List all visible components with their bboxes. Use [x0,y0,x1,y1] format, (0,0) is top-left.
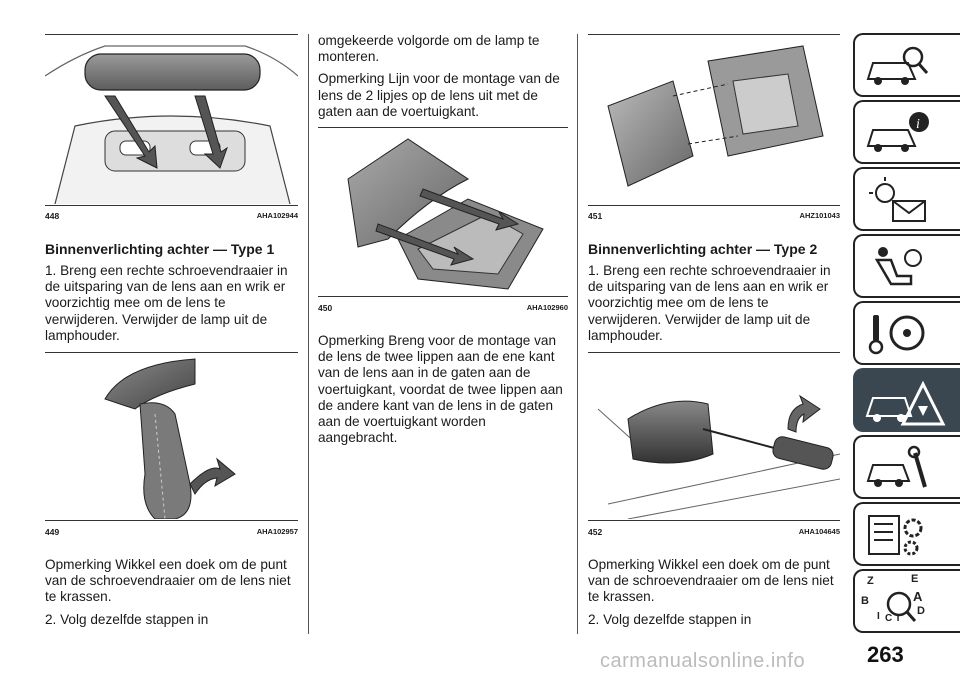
figure-rule [588,34,840,35]
figure-452-caption: 452 AHA104645 [588,527,840,537]
figure-449-illustration [45,354,298,519]
tab-seat-airbag[interactable] [853,234,960,298]
index-letter: B [861,595,869,607]
figure-449-caption: 449 AHA102957 [45,527,298,537]
section-text-type2: 1. Breng een rechte schroevendraaier in … [588,263,840,350]
continued-text: omgekeerde volgorde om de lamp te monter… [318,33,568,126]
figure-number: 451 [588,211,603,221]
figure-rule [45,352,298,353]
figure-450-caption: 450 AHA102960 [318,303,568,313]
note-mounting-text-block: Opmerking Breng voor de montage van de l… [318,333,568,452]
index-letter: I [877,611,880,622]
figure-451-illustration [588,36,840,204]
page-number: 263 [867,642,904,667]
index-letter: D [917,605,925,617]
section-heading-type2: Binnenverlichting achter — Type 2 [588,241,818,257]
tab-index[interactable]: Z E A B I C T D [853,569,960,633]
seat-airbag-icon [874,247,922,286]
step-1-text: 1. Breng een rechte schroevendraaier in … [588,263,831,343]
figure-450-illustration [318,129,568,294]
car-info-icon: i [866,112,929,152]
figure-code: AHA102960 [526,303,568,312]
figure-rule [45,34,298,35]
figure-rule [45,520,298,521]
tab-specs[interactable] [853,502,960,566]
index-letter: C [885,613,893,624]
tab-key-steering[interactable] [853,301,960,365]
tab-car-magnifier[interactable] [853,33,960,97]
section-text-type1: 1. Breng een rechte schroevendraaier in … [45,263,298,350]
section-heading-type1: Binnenverlichting achter — Type 1 [45,241,275,257]
notes-type2: Opmerking Wikkel een doek om de punt van… [588,557,840,634]
index-letter: T [895,613,902,624]
car-breakdown-warning-icon [865,380,946,426]
figure-448-caption: 448 AHA102944 [45,211,298,221]
column-divider [577,34,578,634]
index-letter: A [913,589,923,604]
step-2-text: 2. Volg dezelfde stappen in [45,611,209,627]
svg-text:i: i [916,117,920,132]
figure-451-caption: 451 AHZ101043 [588,211,840,221]
car-magnifier-icon [866,46,929,85]
tab-car-wrench[interactable] [853,435,960,499]
figure-rule [318,127,568,128]
key-steering-wheel-icon [868,315,925,355]
specs-gear-icon [868,515,923,556]
tab-warning-lights[interactable] [853,167,960,231]
figure-code: AHA104645 [798,527,840,536]
index-letter: Z [867,575,874,587]
continued-step-text: omgekeerde volgorde om de lamp te monter… [318,33,540,65]
figure-code: AHZ101043 [799,211,840,220]
figure-rule [588,205,840,206]
figure-number: 449 [45,527,60,537]
watermark: carmanualsonline.info [600,650,806,672]
figure-code: AHA102957 [256,527,298,536]
warning-lights-message-icon [869,177,926,222]
tab-car-info[interactable]: i [853,100,960,164]
step-1-text: 1. Breng een rechte schroevendraaier in … [45,263,288,343]
note-mounting-text: Opmerking Breng voor de montage van de l… [318,333,563,446]
figure-rule [588,520,840,521]
figure-448-illustration [45,36,298,204]
column-divider [308,34,309,634]
figure-number: 452 [588,527,603,537]
note-alignment-text: Opmerking Lijn voor de montage van de le… [318,71,560,119]
car-wrench-icon [866,445,927,488]
figure-rule [588,352,840,353]
figure-452-illustration [588,354,840,519]
figure-rule [45,205,298,206]
figure-rule [318,296,568,297]
note-text: Opmerking Wikkel een doek om de punt van… [588,557,834,605]
notes-type1: Opmerking Wikkel een doek om de punt van… [45,557,298,634]
figure-number: 450 [318,303,333,313]
tab-breakdown[interactable] [853,368,960,432]
step-2-text: 2. Volg dezelfde stappen in [588,611,752,627]
figure-code: AHA102944 [256,211,298,220]
index-letter: E [911,573,919,585]
alphabet-index-icon [886,591,917,622]
figure-number: 448 [45,211,60,221]
note-text: Opmerking Wikkel een doek om de punt van… [45,557,291,605]
